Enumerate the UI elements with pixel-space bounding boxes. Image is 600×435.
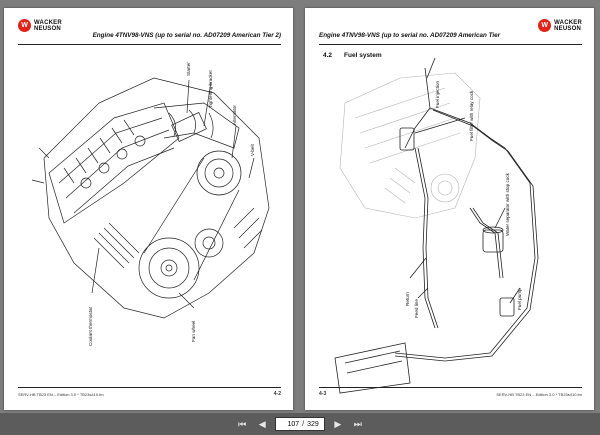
callout-fuel-injection: Fuel injection [435,80,440,108]
callout-alternator: Alternator [232,105,237,125]
callout-tightening-bracket: Tightening bracket [208,70,213,108]
page-indicator: / 329 [275,417,325,431]
section-number: 4.2 [323,52,333,59]
current-page-input[interactable] [281,420,300,428]
right-page-title: Engine 4TNV98-VNS (up to serial no. AD07… [319,32,501,39]
brand-line-2: NEUSON [554,25,581,32]
first-page-icon[interactable]: ⏮ [238,418,247,429]
left-page-footer: SERV-HB TB23 EN – Edition 3.0 * TB23s410… [18,387,281,400]
page-separator: / [302,420,305,428]
callout-water-separator: Water separator with stop cock [505,173,510,236]
callout-starter: Starter [186,62,191,76]
section-title: Fuel system [344,52,382,59]
right-page: Engine 4TNV98-VNS (up to serial no. AD07… [305,8,594,410]
next-page-icon[interactable]: ▶ [334,418,342,429]
right-page-footer: 4-3 SERV-HB TB23 EN – Edition 3.0 * TB23… [319,387,582,400]
left-page: W WACKER NEUSON Engine 4TNV98-VNS (up to… [4,8,293,410]
callout-coolant-thermostat: Coolant thermostat [88,307,93,346]
previous-page-icon[interactable]: ◀ [258,418,266,429]
total-pages: 329 [307,420,319,428]
left-page-title: Engine 4TNV98-VNS (up to serial no. AD07… [92,32,281,39]
right-page-number: 4-3 [319,391,327,397]
page-navigation-toolbar: ⏮ ◀ / 329 ▶ ⏭ [0,413,600,435]
wacker-neuson-logo: W WACKER NEUSON [18,19,62,32]
right-footer-text: SERV-HB TB23 EN – Edition 3.0 * TB23s410… [496,392,582,397]
left-page-header: W WACKER NEUSON Engine 4TNV98-VNS (up to… [18,18,281,45]
callout-fuel-pump: Fuel pump [517,288,522,310]
wacker-neuson-logo: W WACKER NEUSON [538,19,582,32]
brand-line-1: WACKER [34,19,62,26]
callout-return: Return [405,292,410,306]
wacker-neuson-logo-icon: W [18,19,31,32]
fuel-system-drawing [334,57,539,394]
callout-v-belt: V-belt [250,144,255,156]
brand-line-2: NEUSON [34,25,61,32]
left-footer-text: SERV-HB TB23 EN – Edition 3.0 * TB23s410… [18,392,104,397]
right-page-header: Engine 4TNV98-VNS (up to serial no. AD07… [319,18,582,45]
engine-drawing [31,77,270,319]
callout-fuel-filter: Fuel filter with relay cock [469,90,474,141]
wacker-neuson-logo-icon: W [538,19,552,32]
last-page-icon[interactable]: ⏭ [353,418,362,429]
callout-feed-line: Feed line [414,299,419,318]
left-page-number: 4-2 [273,391,281,397]
callout-fan-wheel: Fan wheel [191,320,196,342]
section-heading: 4.2 Fuel system [323,52,394,59]
brand-line-1: WACKER [554,19,582,26]
